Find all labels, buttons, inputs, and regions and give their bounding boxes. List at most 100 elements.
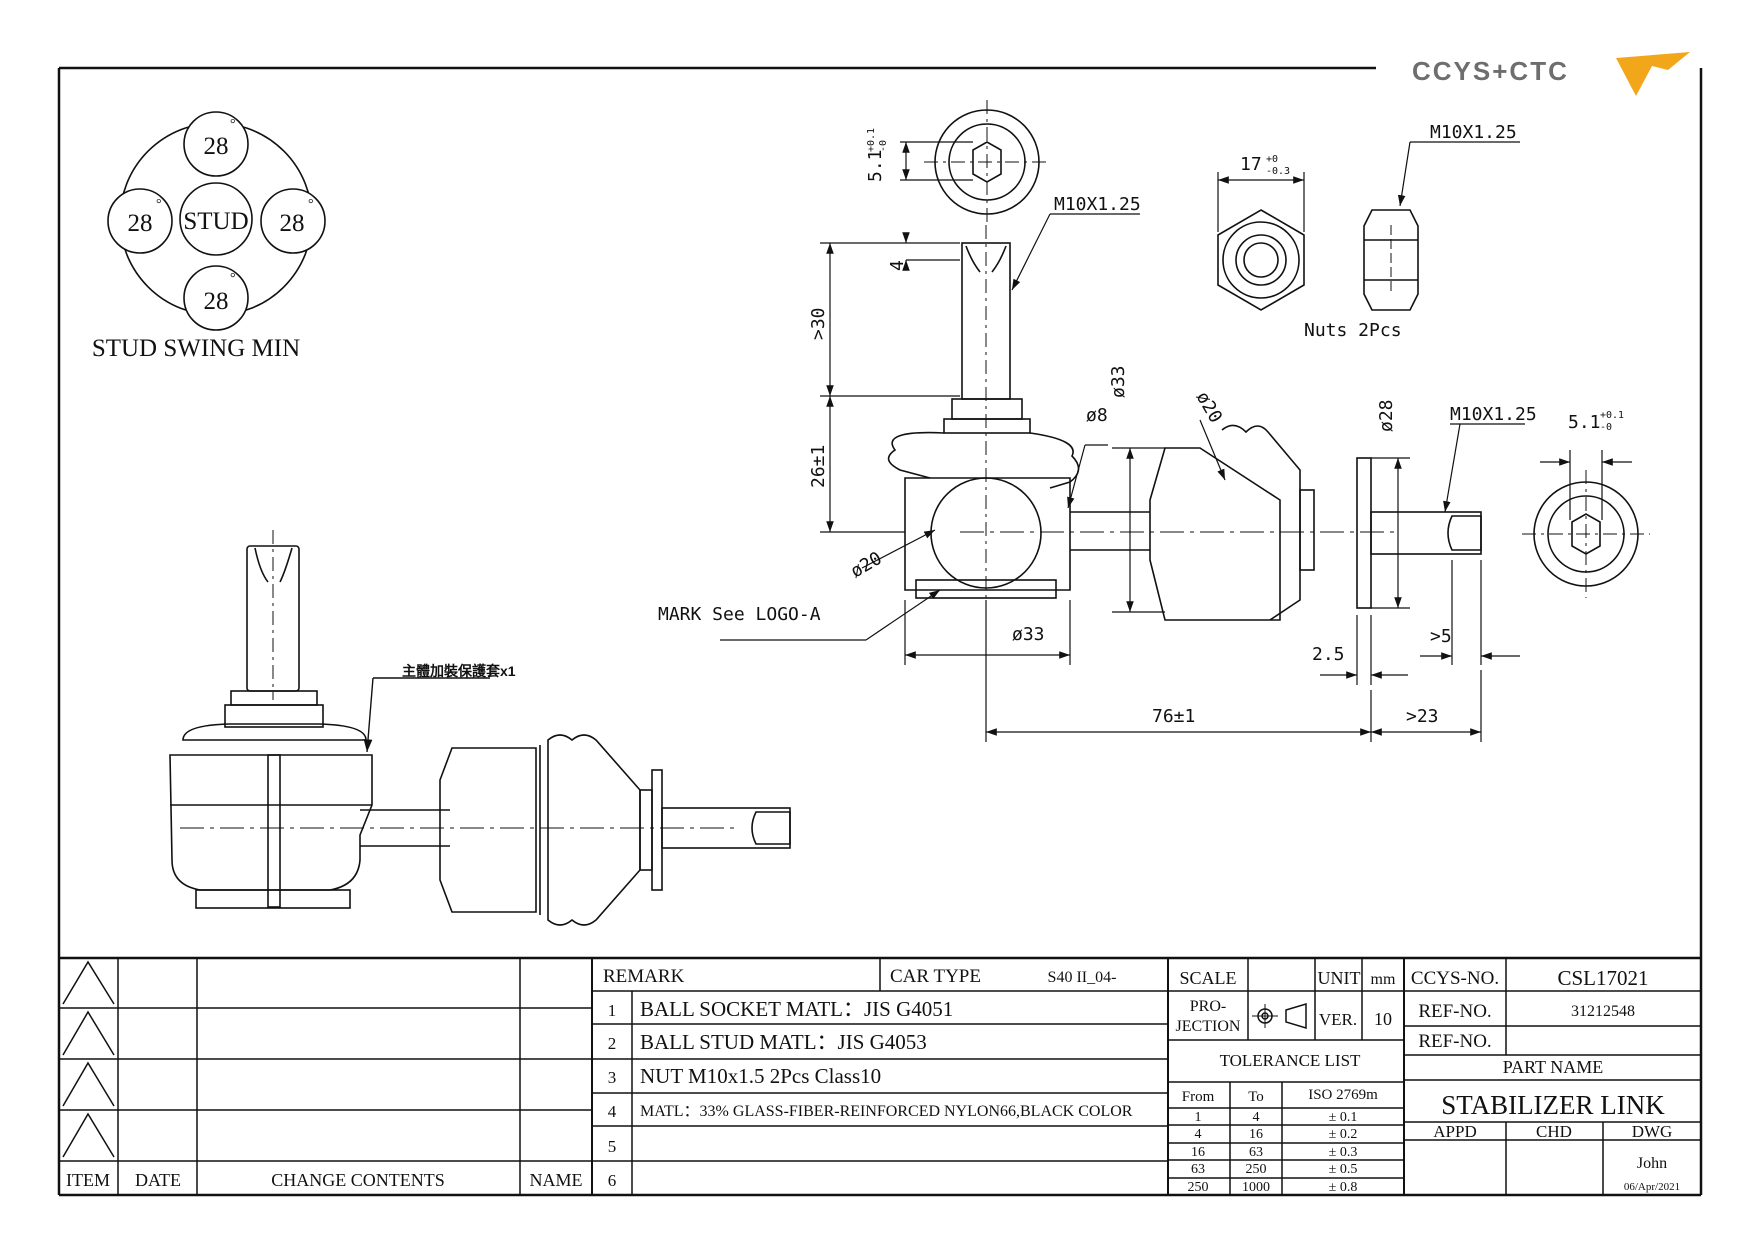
remark-no: 1 xyxy=(608,1001,617,1020)
remark-no: 3 xyxy=(608,1068,617,1087)
mark-logo-note: MARK See LOGO-A xyxy=(658,604,821,625)
swing-angle-right: 28 xyxy=(280,210,305,237)
projection-label: JECTION xyxy=(1176,1018,1241,1035)
ccys-no-label: CCYS-NO. xyxy=(1411,968,1499,989)
dim-26: 26±1 xyxy=(808,445,829,488)
tol-from: 1 xyxy=(1195,1110,1202,1125)
remark-text: MATL：33% GLASS-FIBER-REINFORCED NYLON66,… xyxy=(640,1103,1133,1120)
dwg-label: DWG xyxy=(1632,1122,1673,1141)
tol-to: 250 xyxy=(1246,1162,1267,1177)
dimension-lines xyxy=(720,141,1632,742)
dim-m10-right: M10X1.25 xyxy=(1450,404,1537,425)
tol-header-iso: ISO 2769m xyxy=(1308,1087,1378,1103)
logo-text: CCYS+CTC xyxy=(1412,56,1569,86)
tol-value: ± 0.1 xyxy=(1329,1110,1358,1125)
tol-value: ± 0.5 xyxy=(1329,1162,1358,1177)
stud-swing-diagram xyxy=(107,111,326,331)
top-end-view xyxy=(924,100,1050,225)
dim-nut-17-tol-up: +0 xyxy=(1266,154,1278,165)
swing-angle-left: 28 xyxy=(128,210,153,237)
ver-value: 10 xyxy=(1374,1009,1392,1029)
ccys-no-value: CSL17021 xyxy=(1557,966,1648,990)
remark-text: BALL SOCKET MATL：JIS G4051 xyxy=(640,997,953,1021)
dim-phi20-right: ø20 xyxy=(1192,388,1226,427)
tol-from: 16 xyxy=(1191,1145,1205,1160)
logo-mark xyxy=(1616,52,1690,96)
car-type-value: S40 II_04- xyxy=(1048,969,1117,986)
tol-to: 1000 xyxy=(1242,1180,1270,1195)
dim-phi20-left: ø20 xyxy=(847,548,886,582)
dim-phi8: ø8 xyxy=(1086,405,1108,426)
unit-value: mm xyxy=(1371,971,1396,988)
degree-mark: ° xyxy=(230,271,236,286)
dim-phi33-vertical: ø33 xyxy=(1108,365,1129,398)
scale-label: SCALE xyxy=(1179,968,1236,988)
remark-no: 6 xyxy=(608,1171,617,1190)
tol-value: ± 0.2 xyxy=(1329,1127,1358,1142)
dim-top-5-1-tol-up: +0.1 xyxy=(866,128,877,152)
swing-angle-bottom: 28 xyxy=(204,288,229,315)
side-view-assembly xyxy=(169,530,791,926)
rev-header-date: DATE xyxy=(135,1170,181,1190)
chd-label: CHD xyxy=(1536,1122,1572,1141)
ver-label: VER. xyxy=(1319,1010,1357,1029)
nuts-note: Nuts 2Pcs xyxy=(1304,320,1402,341)
ref-no-label: REF-NO. xyxy=(1418,1001,1491,1022)
remark-no: 4 xyxy=(608,1102,617,1121)
title-block-grid xyxy=(59,958,1701,1195)
dim-nut-17: 17 xyxy=(1240,154,1262,175)
part-name-value: STABILIZER LINK xyxy=(1441,1090,1665,1120)
rev-header-change: CHANGE CONTENTS xyxy=(271,1170,445,1190)
dim-nut-17-tol-dn: -0.3 xyxy=(1266,166,1290,177)
dim-right-5-1: 5.1 xyxy=(1568,412,1601,433)
dim-nut-m10: M10X1.25 xyxy=(1430,122,1517,143)
unit-label: UNIT xyxy=(1318,968,1361,988)
swing-angle-top: 28 xyxy=(204,133,229,160)
remark-no: 2 xyxy=(608,1034,617,1053)
main-section-view xyxy=(887,225,1482,621)
dim-top-5-1: 5.1 xyxy=(865,149,886,182)
car-type-label: CAR TYPE xyxy=(890,966,981,987)
dim-phi28: ø28 xyxy=(1376,399,1397,432)
tol-to: 16 xyxy=(1249,1127,1263,1142)
degree-mark: ° xyxy=(156,197,162,212)
remarks-title: REMARK xyxy=(603,966,685,987)
dwg-name: John xyxy=(1637,1155,1667,1172)
ref-no-label-2: REF-NO. xyxy=(1418,1031,1491,1052)
tol-value: ± 0.3 xyxy=(1329,1145,1358,1160)
tolerance-title: TOLERANCE LIST xyxy=(1220,1051,1361,1070)
degree-mark: ° xyxy=(308,197,314,212)
tol-to: 63 xyxy=(1249,1145,1263,1160)
dim-4: 4 xyxy=(887,260,908,271)
tol-value: ± 0.8 xyxy=(1329,1180,1358,1195)
tol-to: 4 xyxy=(1253,1110,1260,1125)
remark-text: NUT M10x1.5 2Pcs Class10 xyxy=(640,1064,881,1088)
remark-text: BALL STUD MATL：JIS G4053 xyxy=(640,1030,927,1054)
dim-gt23: >23 xyxy=(1406,706,1439,727)
rev-header-name: NAME xyxy=(530,1170,583,1190)
right-end-view xyxy=(1522,470,1650,598)
tol-from: 63 xyxy=(1191,1162,1205,1177)
company-logo: CCYS+CTC xyxy=(1412,52,1690,96)
dim-gt30: >30 xyxy=(808,307,829,340)
dim-right-5-1-tol-up: +0.1 xyxy=(1600,410,1624,421)
rev-header-item: ITEM xyxy=(66,1170,110,1190)
nut-side-view xyxy=(1363,209,1419,311)
dim-phi33-horizontal: ø33 xyxy=(1012,624,1045,645)
dim-m10-stud: M10X1.25 xyxy=(1054,194,1141,215)
boot-note: 主體加裝保護套x1 xyxy=(363,663,516,753)
appd-label: APPD xyxy=(1433,1122,1476,1141)
tol-from: 4 xyxy=(1195,1127,1202,1142)
degree-mark: ° xyxy=(230,117,236,132)
dim-right-5-1-tol-dn: -0 xyxy=(1600,422,1612,433)
dwg-date: 06/Apr/2021 xyxy=(1624,1181,1680,1193)
ref-no-value: 31212548 xyxy=(1571,1003,1635,1020)
nut-front-view xyxy=(1217,209,1305,311)
tol-from: 250 xyxy=(1188,1180,1209,1195)
dim-gt5: >5 xyxy=(1430,626,1452,647)
tol-header-to: To xyxy=(1248,1089,1264,1105)
projection-label: PRO- xyxy=(1190,998,1226,1015)
swing-center-label: STUD xyxy=(183,208,248,235)
part-name-label: PART NAME xyxy=(1503,1057,1603,1077)
